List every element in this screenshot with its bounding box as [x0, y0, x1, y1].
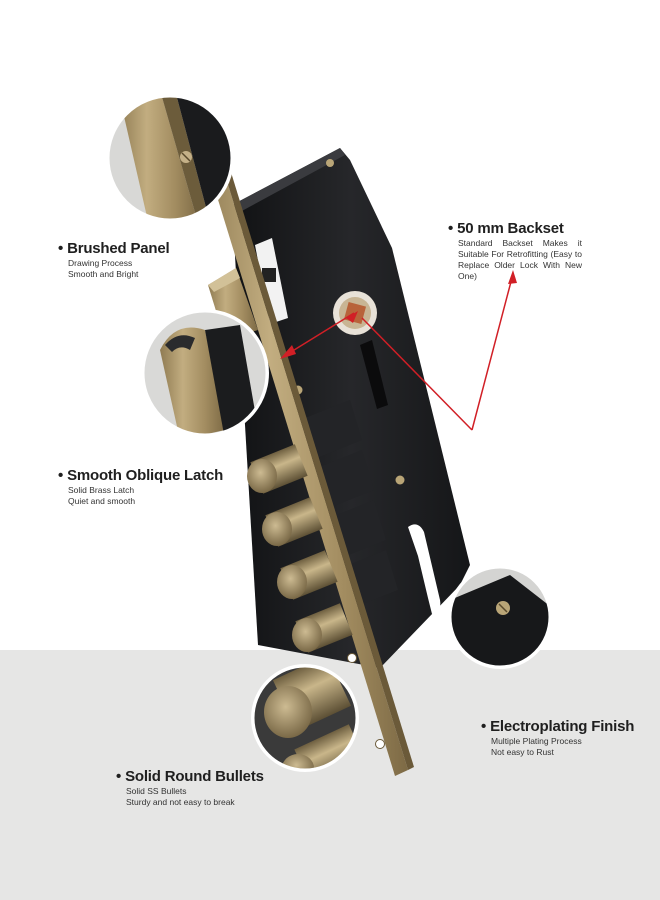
zoom-circle-bullets [251, 664, 359, 772]
feature-line: Not easy to Rust [491, 747, 554, 757]
bullet-glyph: • [448, 220, 454, 237]
feature-line: Solid Brass Latch [68, 485, 135, 495]
feature-title: 50 mm Backset [457, 220, 564, 237]
round-bullets [247, 444, 353, 653]
feature-title: Smooth Oblique Latch [67, 467, 224, 484]
feature-title: Solid Round Bullets [125, 768, 264, 785]
feature-line: Drawing Process [68, 258, 133, 268]
bullet-glyph: • [116, 768, 122, 785]
zoom-circle-latch [141, 309, 269, 437]
feature-title: Brushed Panel [67, 240, 170, 257]
bullet-glyph: • [58, 240, 64, 257]
backset-arrow [280, 270, 517, 431]
bullet-glyph: • [58, 467, 64, 484]
feature-backset: •50 mm Backset Standard Backset Makes it… [448, 220, 582, 282]
feature-line: Smooth and Bright [68, 269, 139, 279]
zoom-circle-electroplating [448, 565, 552, 669]
bullet-glyph: • [481, 718, 487, 735]
feature-electroplating: •Electroplating Finish Multiple Plating … [481, 718, 634, 758]
feature-oblique-latch: •Smooth Oblique Latch Solid Brass Latch … [58, 467, 223, 507]
feature-line: Solid SS Bullets [126, 786, 187, 796]
feature-line: Sturdy and not easy to break [126, 797, 235, 807]
feature-line: Quiet and smooth [68, 496, 136, 506]
feature-title: Electroplating Finish [490, 718, 635, 735]
feature-line: Multiple Plating Process [491, 736, 582, 746]
feature-description: Standard Backset Makes it Suitable For R… [458, 238, 582, 281]
feature-brushed-panel: •Brushed Panel Drawing Process Smooth an… [58, 240, 170, 280]
feature-round-bullets: •Solid Round Bullets Solid SS Bullets St… [116, 768, 264, 808]
zoom-circle-brushed-panel [106, 94, 234, 222]
